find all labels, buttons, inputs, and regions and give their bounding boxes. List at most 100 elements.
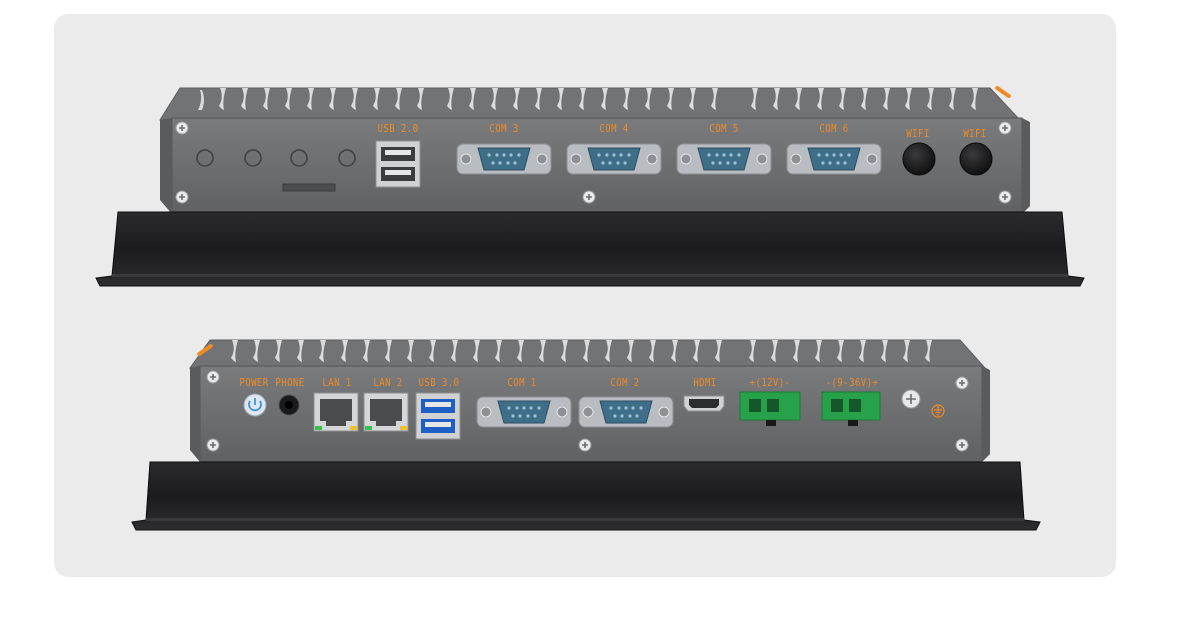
heatsink-fin-gap [395, 88, 402, 110]
heatsink-fin-gap [715, 340, 722, 362]
heatsink-fin-gap [253, 340, 260, 362]
terminal-9-36v [821, 391, 881, 426]
blank-port-cap [290, 149, 308, 167]
usb3-port [415, 392, 461, 440]
heatsink-fin-gap [771, 340, 778, 362]
heatsink-fin-gap [605, 340, 612, 362]
heatsink-fin-gap [241, 88, 248, 110]
com1-port [476, 396, 572, 428]
lan2-port [363, 392, 409, 432]
com5-label: COM 5 [709, 122, 739, 135]
heatsink-fin-gap [329, 88, 336, 110]
heatsink-fin-gap [815, 340, 822, 362]
terminal-12v [739, 391, 801, 426]
heatsink-fin-gap [275, 340, 282, 362]
lan1-label: LAN 1 [322, 376, 352, 389]
usb2-port [375, 140, 421, 188]
heatsink-fin-gap [451, 340, 458, 362]
heatsink-fin-gap [689, 88, 696, 110]
heatsink-fin-gap [925, 340, 932, 362]
heatsink-fin-gap [351, 88, 358, 110]
com6-port [786, 143, 882, 175]
heatsink-fin-gap [407, 340, 414, 362]
heatsink-fin-gap [751, 88, 758, 110]
com3-label: COM 3 [489, 122, 519, 135]
com5-port [676, 143, 772, 175]
blank-port-cap [196, 149, 214, 167]
heatsink-fin-gap [671, 340, 678, 362]
blank-port-cap [338, 149, 356, 167]
com4-port [566, 143, 662, 175]
heatsink-fin-gap [447, 88, 454, 110]
heatsink-fin-gap [903, 340, 910, 362]
heatsink-fin-gap [649, 340, 656, 362]
com1-label: COM 1 [507, 376, 537, 389]
9-36v-label: -(9-36V)+ [825, 376, 879, 389]
heatsink-fin-gap [513, 88, 520, 110]
heatsink-fin-gap [429, 340, 436, 362]
wifi-antenna-connector [959, 142, 993, 176]
usb2-label: USB 2.0 [377, 122, 419, 135]
bottom-panel-assembly [131, 339, 1041, 531]
lan2-label: LAN 2 [373, 376, 403, 389]
heatsink-fin-gap [839, 88, 846, 110]
heatsink-fin-gap [601, 88, 608, 110]
heatsink-fin-gap [773, 88, 780, 110]
heatsink-fin-gap [373, 88, 380, 110]
com4-label: COM 4 [599, 122, 629, 135]
heatsink-fin-gap [881, 340, 888, 362]
heatsink-fin-gap [623, 88, 630, 110]
heatsink-fin-gap [297, 340, 304, 362]
hdmi-label: HDMI [693, 376, 717, 389]
heatsink-fin-gap [539, 340, 546, 362]
heatsink-fin-gap [263, 88, 270, 110]
blank-port-cap [244, 149, 262, 167]
heatsink-fin-gap [561, 340, 568, 362]
com2-port [578, 396, 674, 428]
usb3-label: USB 3.0 [418, 376, 460, 389]
heatsink-fin-gap [231, 340, 238, 362]
power-label: POWER [239, 376, 269, 389]
lan1-port [313, 392, 359, 432]
heatsink-fin-gap [341, 340, 348, 362]
power-icon [248, 398, 262, 412]
heatsink-fin-gap [749, 340, 756, 362]
heatsink-fin-gap [859, 340, 866, 362]
heatsink-fin-gap [711, 88, 718, 110]
ground-icon [931, 404, 945, 418]
heatsink-fin-gap [469, 88, 476, 110]
heatsink-fin-gap [645, 88, 652, 110]
wifi-label-2: WIFI [963, 127, 987, 140]
wifi-label-1: WIFI [906, 127, 930, 140]
heatsink-fin-gap [491, 88, 498, 110]
heatsink-fin-gap [473, 340, 480, 362]
heatsink-fin-gap [417, 88, 424, 110]
heatsink-fin-gap [583, 340, 590, 362]
heatsink-fin-gap [557, 88, 564, 110]
heatsink-fin-gap [927, 88, 934, 110]
heatsink-fin-gap [949, 88, 956, 110]
com2-label: COM 2 [610, 376, 640, 389]
heatsink-fin-gap [363, 340, 370, 362]
heatsink-fin-gap [385, 340, 392, 362]
com6-label: COM 6 [819, 122, 849, 135]
heatsink-fin-gap [579, 88, 586, 110]
com3-port [456, 143, 552, 175]
heatsink-fin-gap [971, 88, 978, 110]
12v-label: +(12V)- [749, 376, 791, 389]
heatsink-fin-gap [627, 340, 634, 362]
wifi-antenna-connector [902, 142, 936, 176]
heatsink-fin-gap [285, 88, 292, 110]
heatsink-fin-gap [517, 340, 524, 362]
heatsink-fin-gap [905, 88, 912, 110]
top-panel-assembly [95, 85, 1085, 287]
heatsink-fin-gap [319, 340, 326, 362]
heatsink-fin-gap [817, 88, 824, 110]
heatsink-fin-gap [837, 340, 844, 362]
heatsink-fin-gap [793, 340, 800, 362]
heatsink-fin-gap [795, 88, 802, 110]
sim-slot [282, 183, 336, 192]
hdmi-port [683, 395, 725, 412]
heatsink-fin-gap [861, 88, 868, 110]
